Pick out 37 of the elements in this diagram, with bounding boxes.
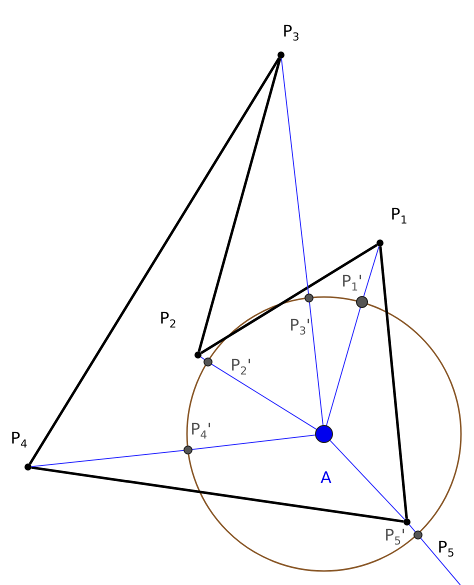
point-label: P$_{5}$' bbox=[384, 528, 406, 546]
point-label: P$_{4}$ bbox=[10, 430, 28, 450]
point-label: P$_{3}$ bbox=[282, 24, 300, 42]
polygon-side bbox=[200, 244, 378, 354]
point-dot bbox=[184, 446, 192, 454]
point-label: P$_{4}$' bbox=[190, 422, 212, 440]
ray-line bbox=[210, 364, 318, 430]
point-dot bbox=[315, 425, 333, 443]
point-label: P$_{2}$' bbox=[230, 358, 252, 376]
point-label: A bbox=[320, 470, 332, 486]
point-label: P$_{1}$ bbox=[390, 206, 408, 226]
point-dot bbox=[278, 52, 284, 58]
point-dot bbox=[194, 352, 202, 358]
point-dot bbox=[304, 294, 314, 302]
ray-line bbox=[280, 58, 310, 295]
point-label: P$_{1}$' bbox=[341, 274, 363, 292]
ray-line bbox=[363, 246, 380, 298]
polygon-side bbox=[198, 58, 282, 352]
point-dot bbox=[376, 240, 384, 246]
polygon-side bbox=[31, 466, 404, 523]
ray-line bbox=[420, 538, 461, 585]
point-label: P$_{5}$ bbox=[438, 540, 454, 558]
polygon-side bbox=[379, 246, 408, 519]
point-dot bbox=[204, 358, 212, 366]
ray-line bbox=[30, 450, 185, 468]
polygon-side bbox=[28, 57, 280, 465]
ray-line bbox=[326, 306, 361, 426]
point-label: P$_{3}$' bbox=[289, 318, 311, 336]
point-label: P$_{2}$ bbox=[160, 310, 176, 330]
point-dot bbox=[414, 530, 422, 540]
ray-line bbox=[308, 301, 324, 426]
point-dot bbox=[404, 518, 410, 526]
ray-line bbox=[408, 524, 416, 532]
point-dot bbox=[356, 296, 368, 308]
ray-line bbox=[191, 434, 316, 450]
point-dot bbox=[24, 464, 32, 470]
ray-line bbox=[329, 440, 406, 520]
